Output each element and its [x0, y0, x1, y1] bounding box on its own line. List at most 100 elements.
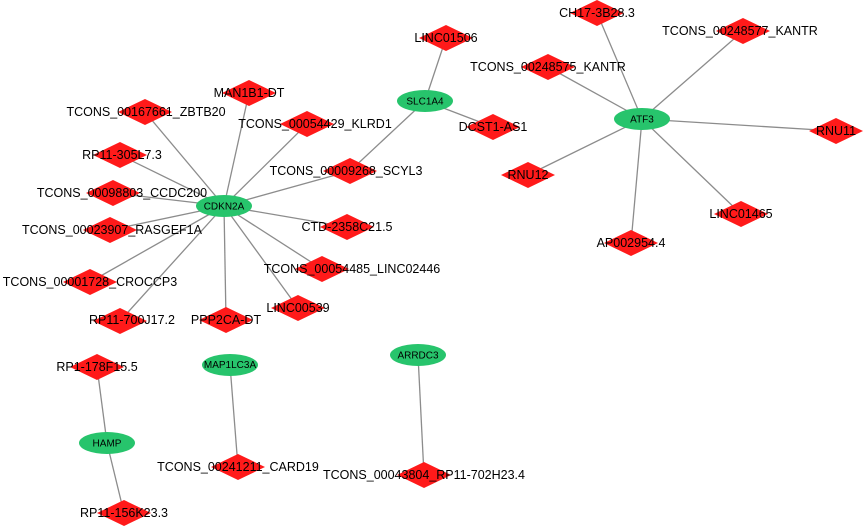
diamond-shape [397, 462, 451, 488]
edge-layer [89, 12, 837, 514]
lncrna-label: CTD-2358C21.5 [301, 220, 392, 234]
edge-cdkn2a-ppp2ca-dt [223, 205, 227, 321]
diamond-shape [118, 99, 172, 125]
edge-atf3-tcons-00248577-kantr [641, 30, 744, 120]
lncrna-label: TCONS_00054485_LINC02446 [264, 262, 441, 276]
ellipse-shape [614, 108, 670, 130]
gene-label: ATF3 [630, 115, 654, 126]
lncrna-node-dcst1-as1[interactable]: DCST1-AS1 [459, 114, 528, 140]
gene-node-arrdc3[interactable]: ARRDC3 [390, 344, 446, 366]
lncrna-label: TCONS_00043804_RP11-702H23.4 [323, 468, 525, 482]
lncrna-node-rnu12[interactable]: RNU12 [501, 162, 555, 188]
diamond-shape [521, 54, 575, 80]
edge-atf3-ap002954-4 [630, 118, 643, 244]
lncrna-node-rp11-156k23-3[interactable]: RP11-156K23.3 [80, 500, 168, 526]
lncrna-node-rp11-700j17-2[interactable]: RP11-700J17.2 [89, 308, 175, 334]
lncrna-node-tcons-00009268-scyl3[interactable]: TCONS_00009268_SCYL3 [270, 158, 423, 184]
diamond-shape [714, 201, 768, 227]
edge-cdkn2a-man1b1-dt [223, 92, 250, 207]
edge-cdkn2a-linc00539 [223, 205, 299, 309]
lncrna-label: TCONS_00009268_SCYL3 [270, 164, 423, 178]
lncrna-label: TCONS_00241211_CARD19 [157, 460, 319, 474]
lncrna-node-tcons-00167661-zbtb20[interactable]: TCONS_00167661_ZBTB20 [66, 99, 226, 125]
gene-node-atf3[interactable]: ATF3 [614, 108, 670, 130]
diamond-shape [86, 180, 140, 206]
edge-cdkn2a-tcons-00001728-croccp3 [89, 205, 225, 283]
edge-cdkn2a-tcons-00167661-zbtb20 [144, 111, 225, 207]
gene-node-map1lc3a[interactable]: MAP1LC3A [202, 354, 258, 376]
gene-node-slc1a4[interactable]: SLC1A4 [397, 90, 453, 112]
diamond-shape [809, 118, 863, 144]
edge-arrdc3-tcons-00043804-rp11-702h23-4 [417, 354, 425, 476]
lncrna-label: RP11-305L7.3 [82, 148, 162, 162]
lncrna-node-tcons-00001728-croccp3[interactable]: TCONS_00001728_CROCCP3 [3, 269, 177, 295]
diamond-shape [320, 214, 374, 240]
diamond-shape [199, 307, 253, 333]
lncrna-node-tcons-00054429-klrd1[interactable]: TCONS_00054429_KLRD1 [238, 111, 392, 137]
gene-node-cdkn2a[interactable]: CDKN2A [196, 195, 252, 217]
ellipse-shape [397, 90, 453, 112]
diamond-shape [501, 162, 555, 188]
lncrna-label: TCONS_00001728_CROCCP3 [3, 275, 177, 289]
lncrna-node-ap002954-4[interactable]: AP002954.4 [597, 230, 666, 256]
lncrna-label: LINC01506 [414, 31, 477, 45]
edge-map1lc3a-tcons-00241211-card19 [229, 364, 239, 468]
ellipse-shape [390, 344, 446, 366]
lncrna-label: DCST1-AS1 [459, 120, 528, 134]
gene-label: MAP1LC3A [204, 360, 257, 371]
edge-atf3-linc01465 [641, 118, 742, 215]
lncrna-label: RNU12 [508, 168, 549, 182]
diamond-shape [323, 158, 377, 184]
lncrna-node-man1b1-dt[interactable]: MAN1B1-DT [214, 80, 285, 106]
diamond-shape [83, 217, 137, 243]
lncrna-node-tcons-00248575-kantr[interactable]: TCONS_00248575_KANTR [470, 54, 626, 80]
diamond-shape [280, 111, 334, 137]
edge-hamp-rp11-156k23-3 [106, 442, 125, 514]
lncrna-label: TCONS_00248577_KANTR [662, 24, 818, 38]
lncrna-node-rp1-178f15-5[interactable]: RP1-178F15.5 [56, 354, 138, 380]
lncrna-label: PPP2CA-DT [191, 313, 262, 327]
lncrna-node-ppp2ca-dt[interactable]: PPP2CA-DT [191, 307, 262, 333]
lncrna-node-linc01465[interactable]: LINC01465 [709, 201, 773, 227]
diamond-shape [604, 230, 658, 256]
edge-slc1a4-tcons-00009268-scyl3 [349, 100, 426, 172]
edge-cdkn2a-tcons-00054485-linc02446 [223, 205, 323, 270]
diamond-shape [211, 454, 265, 480]
gene-node-hamp[interactable]: HAMP [79, 432, 135, 454]
diamond-shape [295, 256, 349, 282]
lncrna-label: LINC00539 [266, 301, 329, 315]
ellipse-shape [79, 432, 135, 454]
edge-cdkn2a-tcons-00054429-klrd1 [223, 123, 308, 207]
lncrna-label: LINC01465 [709, 207, 772, 221]
lncrna-label: RP11-700J17.2 [89, 313, 175, 327]
lncrna-node-linc01506[interactable]: LINC01506 [414, 25, 478, 51]
diamond-shape [716, 18, 770, 44]
lncrna-node-tcons-00043804-rp11-702h23-4[interactable]: TCONS_00043804_RP11-702H23.4 [323, 462, 525, 488]
lncrna-label: TCONS_00248575_KANTR [470, 60, 626, 74]
lncrna-node-tcons-00023907-rasgef1a[interactable]: TCONS_00023907_RASGEF1A [22, 217, 203, 243]
lncrna-node-tcons-00248577-kantr[interactable]: TCONS_00248577_KANTR [662, 18, 818, 44]
diamond-shape [570, 0, 624, 26]
lncrna-node-tcons-00241211-card19[interactable]: TCONS_00241211_CARD19 [157, 454, 319, 480]
lncrna-label: TCONS_00023907_RASGEF1A [22, 223, 203, 237]
lncrna-node-linc00539[interactable]: LINC00539 [266, 295, 330, 321]
gene-label: ARRDC3 [397, 351, 439, 362]
lncrna-node-ctd-2358c21-5[interactable]: CTD-2358C21.5 [301, 214, 393, 240]
lncrna-node-rp11-305l7-3[interactable]: RP11-305L7.3 [82, 142, 162, 168]
edge-atf3-rnu11 [641, 118, 837, 132]
diamond-shape [70, 354, 124, 380]
lncrna-label: RNU11 [816, 124, 856, 138]
lncrna-node-tcons-00098803-ccdc200[interactable]: TCONS_00098803_CCDC200 [37, 180, 207, 206]
diamond-shape [222, 80, 276, 106]
diamond-shape [93, 308, 147, 334]
lncrna-node-ch17-3b28-3[interactable]: CH17-3B28.3 [559, 0, 635, 26]
lncrna-node-tcons-00054485-linc02446[interactable]: TCONS_00054485_LINC02446 [264, 256, 441, 282]
gene-label: HAMP [93, 439, 122, 450]
diamond-shape [271, 295, 325, 321]
edge-atf3-rnu12 [527, 118, 643, 176]
lncrna-node-rnu11[interactable]: RNU11 [809, 118, 863, 144]
lncrna-label: AP002954.4 [597, 236, 666, 250]
lncrna-label: MAN1B1-DT [214, 86, 285, 100]
gene-label: CDKN2A [204, 202, 245, 213]
